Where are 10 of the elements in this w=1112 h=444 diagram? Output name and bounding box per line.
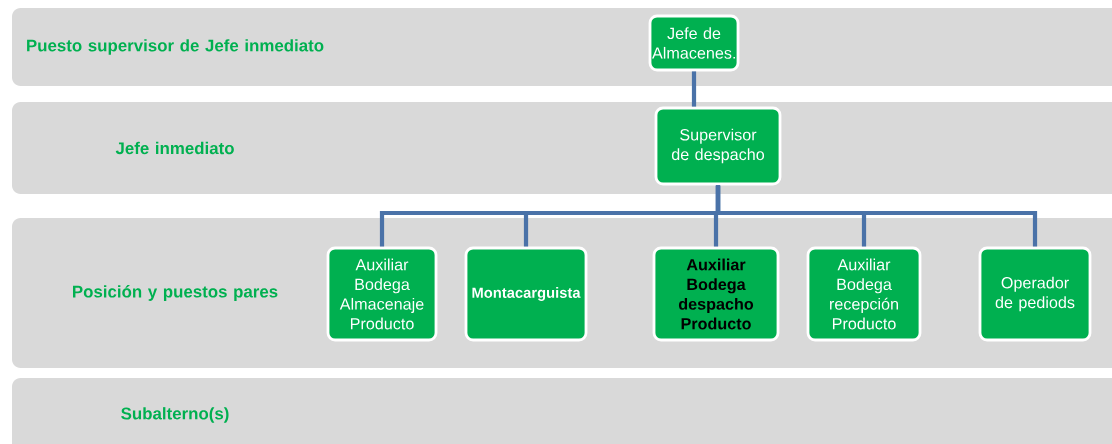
position-box: Auxiliar Bodega recepción Producto bbox=[806, 246, 922, 342]
position-box: Auxiliar Bodega despacho Producto bbox=[652, 246, 780, 342]
position-box: Montacarguista bbox=[464, 246, 588, 342]
position-box: Auxiliar Bodega Almacenaje Producto bbox=[326, 246, 438, 342]
position-box: Supervisor de despacho bbox=[654, 106, 782, 186]
connector-line bbox=[691, 71, 697, 107]
connector-line bbox=[715, 185, 1038, 247]
position-box: Jefe de Almacenes. bbox=[648, 14, 740, 72]
position-box: Operador de pediods bbox=[978, 246, 1092, 342]
band: Subalterno(s) bbox=[12, 378, 1112, 444]
